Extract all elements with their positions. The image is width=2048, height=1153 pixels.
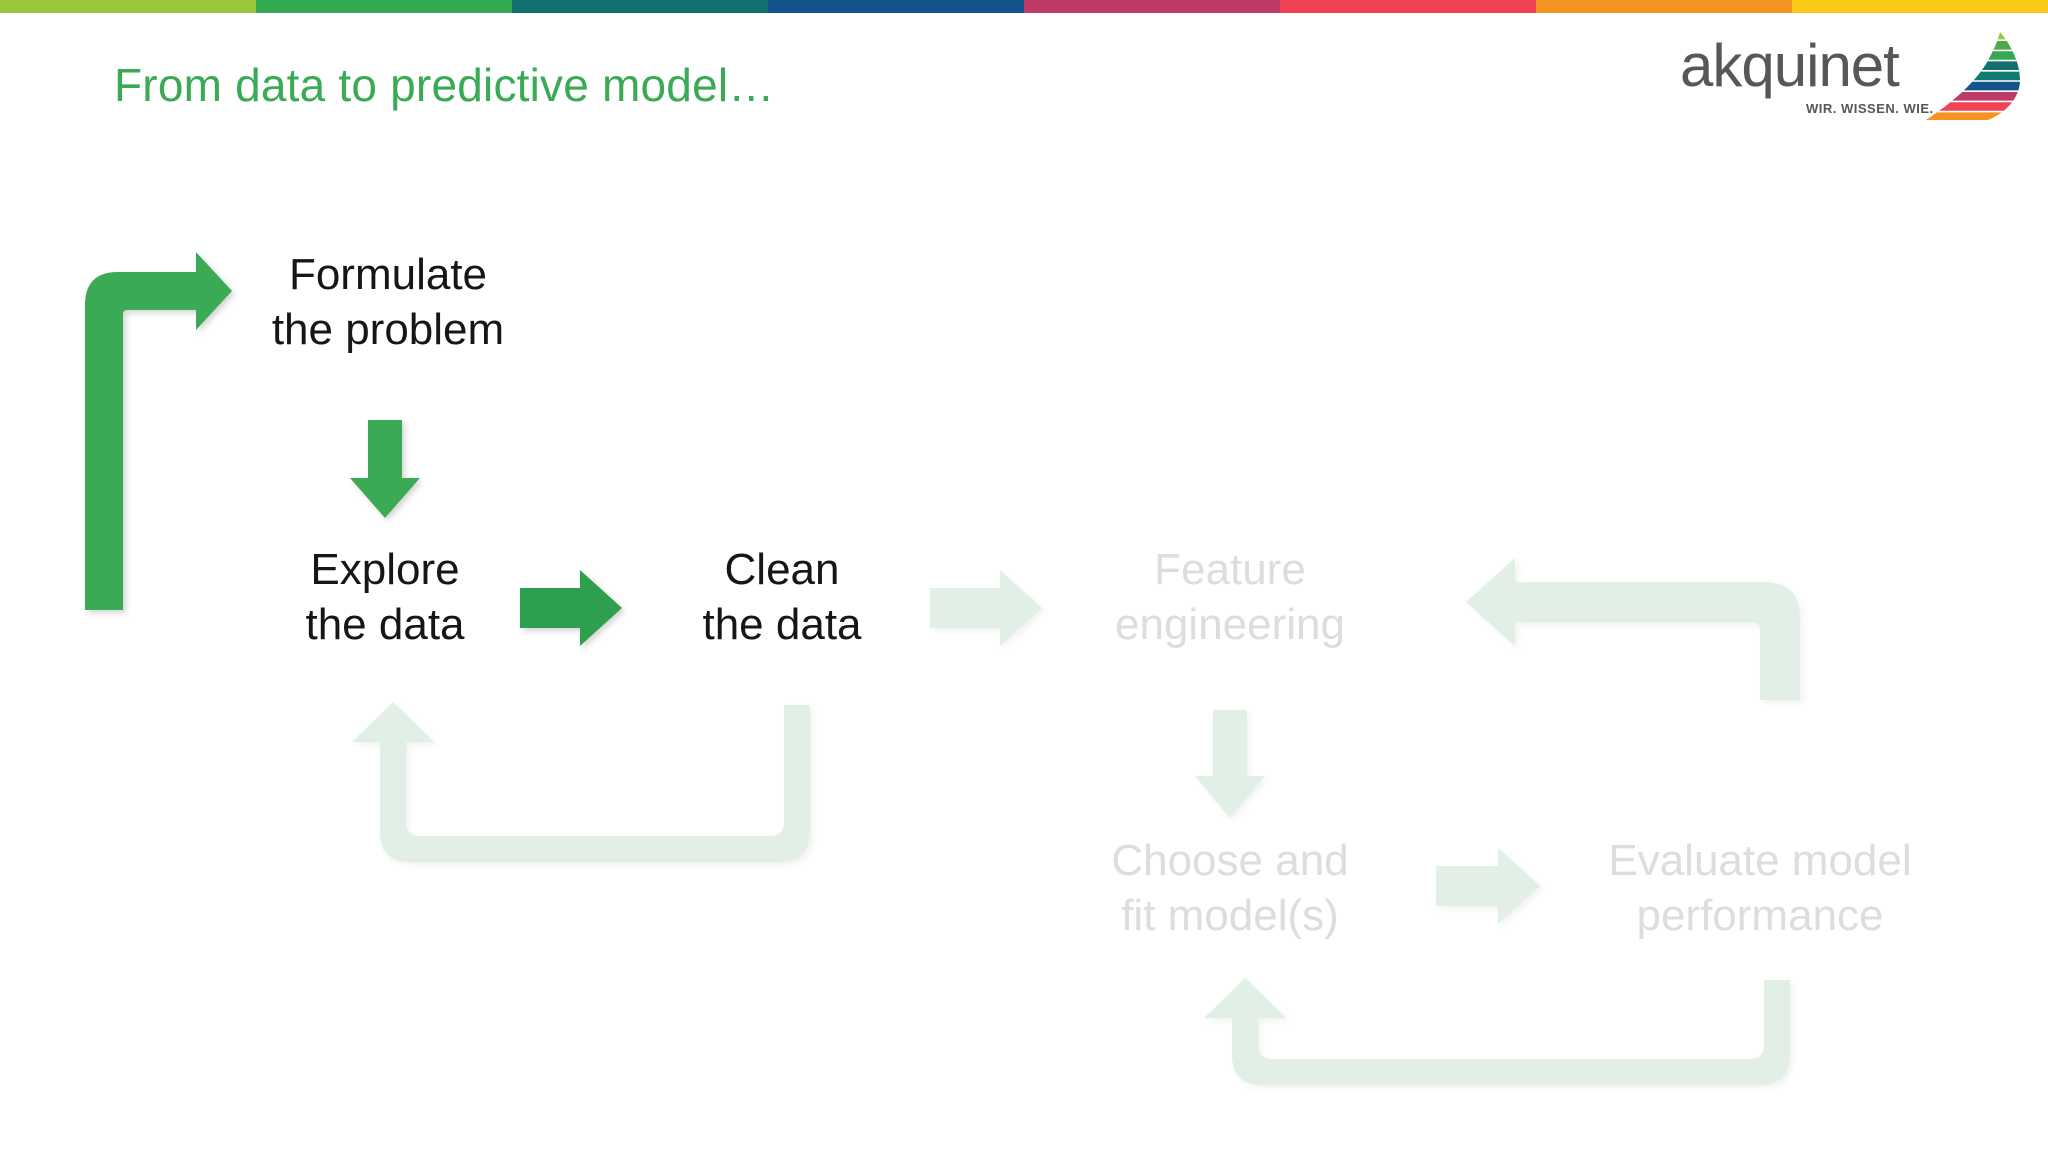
connector-formulate-to-explore <box>350 420 420 518</box>
logo-wordmark: akquinet <box>1680 32 1900 99</box>
node-evaluate-line-1: Evaluate model <box>1608 836 1912 885</box>
logo-wing-icon <box>1926 32 2020 120</box>
connector-feature-to-choose <box>1195 710 1265 818</box>
color-bar-segment-7 <box>1536 0 1792 13</box>
color-bar-segment-2 <box>256 0 512 13</box>
node-feature-line-2: engineering <box>1115 599 1345 649</box>
color-bar-segment-3 <box>512 0 768 13</box>
node-choose-and-fit-models: Choose and fit model(s) <box>1090 834 1370 943</box>
node-feature-line-1: Feature <box>1154 545 1306 594</box>
node-choose-line-1: Choose and <box>1111 836 1349 885</box>
node-explore-line-1: Explore <box>310 545 460 594</box>
color-bar-segment-4 <box>768 0 1024 13</box>
connector-choose-evaluate-loop <box>1204 978 1790 1085</box>
color-bar-segment-1 <box>0 0 256 13</box>
node-explore-line-2: the data <box>305 599 465 649</box>
node-formulate-line-1: Formulate <box>288 250 488 299</box>
color-bar-segment-8 <box>1792 0 2048 13</box>
connector-loop-left-elbow <box>85 252 232 610</box>
connector-evaluate-to-feature <box>1466 558 1800 700</box>
node-formulate-the-problem: Formulate the problem <box>248 248 528 357</box>
akquinet-logo: akquinet WIR. WISSEN. WIE. <box>1680 30 2020 122</box>
slide-title: From data to predictive model… <box>114 59 775 111</box>
node-feature-engineering: Feature engineering <box>1090 543 1370 652</box>
node-formulate-line-2: the problem <box>271 304 505 354</box>
node-clean-line-2: the data <box>702 599 862 649</box>
connector-explore-to-clean <box>520 570 622 646</box>
connector-explore-clean-loop <box>352 702 810 862</box>
color-bar-segment-6 <box>1280 0 1536 13</box>
node-clean-the-data: Clean the data <box>642 543 922 652</box>
node-evaluate-line-2: performance <box>1636 890 1884 940</box>
logo-tagline: WIR. WISSEN. WIE. <box>1806 101 1934 116</box>
color-bar-segment-5 <box>1024 0 1280 13</box>
node-evaluate-model-performance: Evaluate model performance <box>1570 834 1950 943</box>
brand-color-bar <box>0 0 2048 13</box>
connector-clean-to-feature <box>930 570 1042 646</box>
node-choose-line-2: fit model(s) <box>1121 890 1339 940</box>
node-explore-the-data: Explore the data <box>245 543 525 652</box>
node-clean-line-1: Clean <box>724 545 840 594</box>
connector-choose-to-evaluate <box>1436 848 1540 924</box>
